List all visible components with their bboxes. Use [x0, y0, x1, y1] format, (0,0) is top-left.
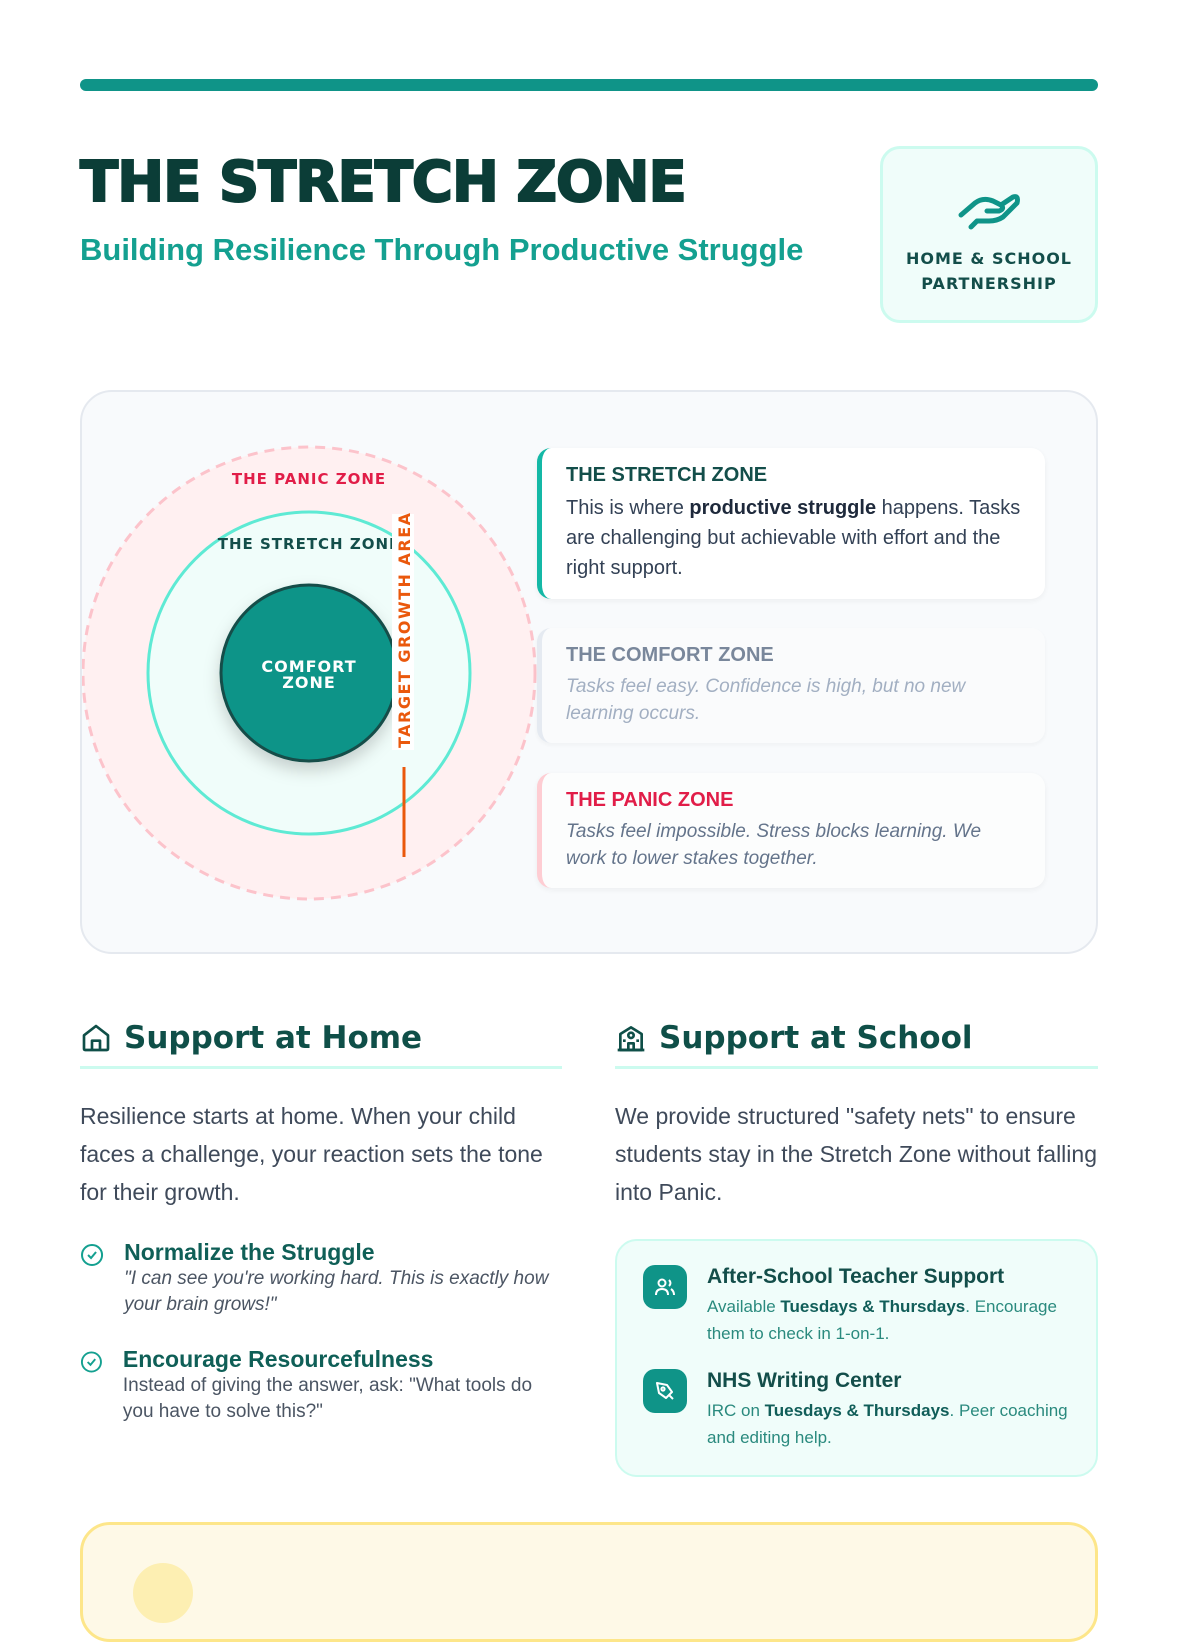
card-text: Tasks feel easy. Confidence is high, but… — [566, 676, 966, 724]
card-title: THE PANIC ZONE — [566, 789, 734, 811]
item-text: Instead of giving the answer, ask: "What… — [122, 1375, 533, 1422]
home-section-heading: Support at Home — [80, 1020, 562, 1069]
card-text: This is where productive struggle happen… — [566, 497, 1021, 579]
pen-nib-icon — [656, 1382, 674, 1400]
panic-zone-label: THE PANIC ZONE — [232, 470, 386, 488]
zone-circles: THE PANIC ZONE THE STRETCH ZONE COMFORT … — [82, 445, 537, 901]
resource-item: NHS Writing Center IRC on Tuesdays & Thu… — [643, 1369, 1070, 1451]
top-accent-bar — [80, 79, 1098, 91]
school-icon — [617, 1026, 645, 1052]
resource-title: After-School Teacher Support — [707, 1265, 1005, 1288]
target-growth-label: TARGET GROWTH AREA — [395, 511, 414, 748]
resource-text: Available Tuesdays & Thursdays. Encourag… — [707, 1297, 1057, 1343]
resource-title: NHS Writing Center — [707, 1369, 902, 1392]
item-title: Encourage Resourcefulness — [122, 1346, 434, 1372]
hand-heart-icon — [958, 194, 1020, 230]
resource-text: IRC on Tuesdays & Thursdays. Peer coachi… — [707, 1401, 1068, 1447]
stretch-zone-card: THE STRETCH ZONE This is where productiv… — [537, 448, 1045, 599]
bottom-callout-card — [80, 1522, 1098, 1642]
home-support-section: Support at Home Resilience starts at hom… — [80, 1020, 562, 1425]
partnership-badge: HOME & SCHOOL PARTNERSHIP — [880, 146, 1098, 323]
comfort-zone-label: COMFORT — [261, 657, 356, 676]
home-icon — [82, 1024, 110, 1052]
school-support-section: Support at School We provide structured … — [615, 1020, 1098, 1477]
check-circle-icon — [81, 1243, 104, 1267]
callout-icon-circle — [133, 1563, 193, 1623]
card-title: THE STRETCH ZONE — [566, 464, 768, 486]
badge-label: HOME & SCHOOL PARTNERSHIP — [906, 249, 1072, 293]
page-title: THE STRETCH ZONE — [79, 149, 688, 216]
users-icon — [655, 1278, 675, 1296]
comfort-zone-label-2: ZONE — [282, 673, 336, 692]
card-text: Tasks feel impossible. Stress blocks lea… — [566, 821, 982, 869]
home-intro: Resilience starts at home. When your chi… — [80, 1103, 543, 1205]
comfort-zone-card: THE COMFORT ZONE Tasks feel easy. Confid… — [537, 628, 1045, 743]
card-title: THE COMFORT ZONE — [566, 644, 774, 666]
school-intro: We provide structured "safety nets" to e… — [615, 1103, 1097, 1205]
stretch-zone-label: THE STRETCH ZONE — [218, 535, 401, 553]
item-title: Normalize the Struggle — [124, 1239, 375, 1265]
resource-item: After-School Teacher Support Available T… — [643, 1265, 1070, 1347]
check-circle-icon — [80, 1351, 102, 1373]
panic-zone-card: THE PANIC ZONE Tasks feel impossible. St… — [537, 773, 1045, 888]
page-subtitle: Building Resilience Through Productive S… — [80, 232, 804, 267]
zones-diagram-panel: THE PANIC ZONE THE STRETCH ZONE COMFORT … — [80, 390, 1098, 954]
school-resources-box: After-School Teacher Support Available T… — [615, 1239, 1098, 1477]
item-text: "I can see you're working hard. This is … — [124, 1268, 549, 1315]
list-item: Normalize the Struggle "I can see you're … — [80, 1239, 562, 1318]
school-section-heading: Support at School — [615, 1020, 1098, 1069]
